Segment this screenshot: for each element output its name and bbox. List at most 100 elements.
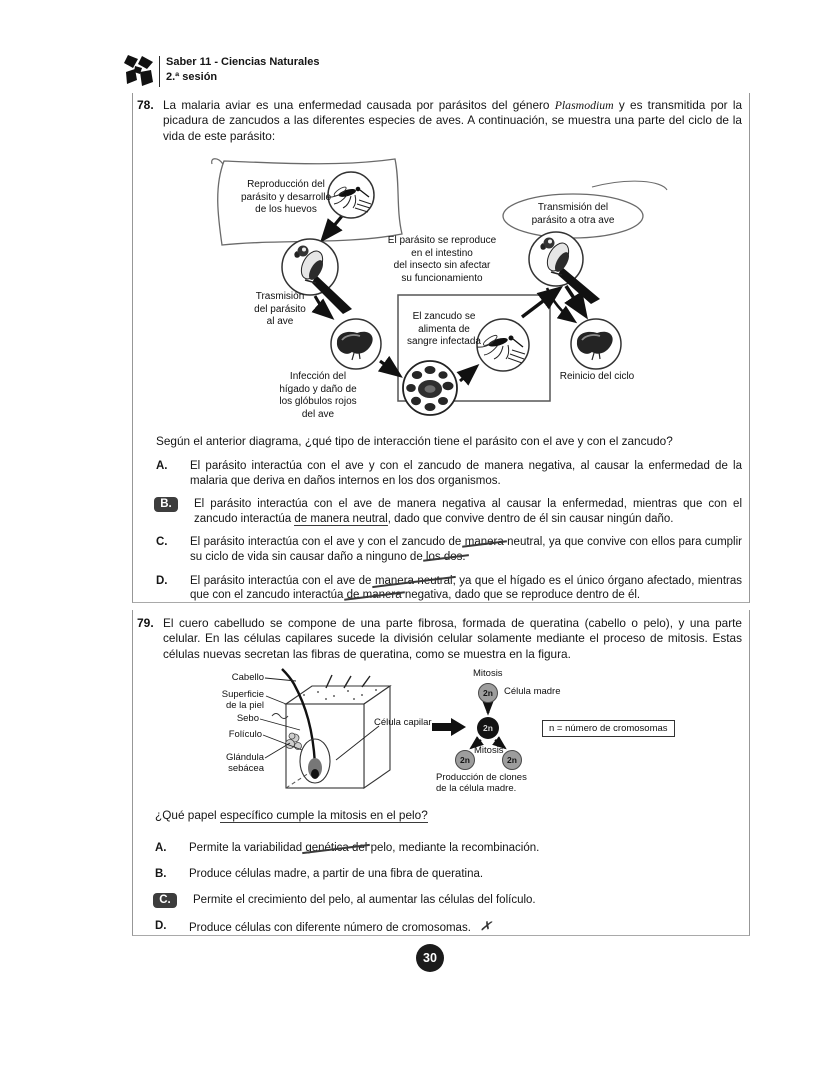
liver-icon xyxy=(570,318,622,370)
option-b-selected: B. El parásito interactúa con el ave de … xyxy=(154,497,742,526)
label-mitosis-top: Mitosis xyxy=(473,668,503,679)
hand-underlined-phrase: de manera neutral xyxy=(294,512,388,526)
option-text: Produce células con diferente número de … xyxy=(189,917,741,936)
skin-block-illustration xyxy=(259,668,392,790)
selected-answer-badge: B. xyxy=(154,497,178,513)
selected-answer-badge: C. xyxy=(153,893,177,908)
option-text: Permite el crecimiento del pelo, al aume… xyxy=(193,893,741,908)
label-trasmision-al-ave: Trasmisión del parásito al ave xyxy=(254,291,306,327)
handwritten-strike: de manera xyxy=(346,589,402,602)
option-text-part: Produce células con diferente número de … xyxy=(189,922,471,934)
exam-title: Saber 11 - Ciencias Naturales xyxy=(166,56,320,68)
mother-cell-icon: 2n xyxy=(478,683,498,703)
malaria-cycle-diagram: Reproducción del parásito y desarrollo d… xyxy=(160,155,746,433)
option-letter: D. xyxy=(155,920,167,932)
question-78-number: 78. xyxy=(137,98,154,112)
option-a: A. Permite la variabilidad genética del … xyxy=(155,841,741,856)
option-text-part: neutral, ya que convive con ellos para c… xyxy=(190,536,742,563)
handwritten-strike: manera xyxy=(464,536,504,549)
label-produccion-clones: Producción de clones de la célula madre. xyxy=(436,772,527,794)
intro-text: y es transmitida por la picadura de zanc… xyxy=(163,98,742,143)
intro-italic-term: Plasmodium xyxy=(554,98,614,112)
option-text-part: Permite la variabilidad xyxy=(189,842,306,854)
intro-text: La malaria aviar es una enfermedad causa… xyxy=(163,98,555,112)
mosquito-icon xyxy=(476,318,530,372)
hand-underlined-phrase: específico cumple la mitosis en el pelo? xyxy=(219,808,428,823)
label-celula-madre: Célula madre xyxy=(504,686,561,697)
question-79-intro: El cuero cabelludo se compone de una par… xyxy=(163,616,742,661)
option-text-part: El parásito interactúa con el ave y con … xyxy=(190,460,742,487)
option-d: D. El parásito interactúa con el ave de … xyxy=(156,574,742,603)
exam-session: 2.ª sesión xyxy=(166,71,218,83)
label-glandula-sebacea: Glándula sebácea xyxy=(225,752,264,774)
handwritten-strike: manera neutral xyxy=(374,574,453,587)
clone-cell-icon: 2n xyxy=(455,750,475,770)
option-text-part: , ya que el hígado es el único órgano af… xyxy=(190,574,742,602)
bird-icon xyxy=(528,231,600,304)
option-letter: C. xyxy=(156,536,168,549)
header-divider xyxy=(159,56,160,87)
figure-illustration xyxy=(259,668,507,790)
option-letter: B. xyxy=(155,868,167,880)
question-78-prompt: Según el anterior diagrama, ¿qué tipo de… xyxy=(156,434,673,448)
hair-mitosis-figure: Cabello Superficie de la piel Sebo Folíc… xyxy=(186,668,686,806)
option-text-part: pelo, mediante la recombinación. xyxy=(367,842,540,854)
option-b: B. Produce células madre, a partir de un… xyxy=(155,867,741,882)
label-mitosis-bottom: Mitosis xyxy=(474,745,504,756)
option-text-part: El parásito interactúa con el ave de man… xyxy=(194,498,742,525)
sebaceous-gland-icon xyxy=(285,732,302,750)
bird-icon xyxy=(281,238,352,314)
option-text: El parásito interactúa con el ave de man… xyxy=(190,574,742,603)
question-78-options: A. El parásito interactúa con el ave y c… xyxy=(154,459,742,603)
question-78-intro: La malaria aviar es una enfermedad causa… xyxy=(163,98,742,144)
label-celula-capilar: Célula capilar xyxy=(374,717,432,728)
cycle-diagram-illustration xyxy=(211,158,668,416)
option-text-part: El parásito interactúa con el ave y con … xyxy=(190,536,465,549)
question-79-prompt: ¿Qué papel específico cumple la mitosis … xyxy=(155,808,737,823)
option-c: C. El parásito interactúa con el ave y c… xyxy=(156,535,742,564)
prompt-text-part: ¿Qué papel xyxy=(155,808,220,822)
label-foliculo: Folículo xyxy=(228,729,262,740)
label-reproduccion: Reproducción del parásito y desarrollo d… xyxy=(240,179,332,215)
label-zancudo-alimenta: El zancudo se alimenta de sangre infecta… xyxy=(407,311,481,347)
clone-cell-icon: 2n xyxy=(502,750,522,770)
dividing-cell-icon: 2n xyxy=(477,717,499,739)
question-78-block: 78. La malaria aviar es una enfermedad c… xyxy=(132,93,750,603)
option-text: Produce células madre, a partir de una f… xyxy=(189,867,741,882)
chromosome-legend-box: n = número de cromosomas xyxy=(542,720,675,737)
option-text-part: negativa, dado que se reproduce dentro d… xyxy=(401,589,641,602)
handwritten-strike: genética del xyxy=(305,842,368,854)
option-c-selected: C. Permite el crecimiento del pelo, al a… xyxy=(153,893,741,908)
label-reproduce-intestino: El parásito se reproduce en el intestino… xyxy=(387,235,497,284)
handwritten-strike: los dos. xyxy=(425,550,466,563)
option-text-part: Permite el crecimiento del pelo, al aume… xyxy=(193,894,536,906)
option-d: D. Produce células con diferente número … xyxy=(155,917,741,936)
label-reinicio-ciclo: Reinicio del ciclo xyxy=(559,371,635,382)
label-superficie-piel: Superficie de la piel xyxy=(221,689,264,711)
option-text: El parásito interactúa con el ave y con … xyxy=(190,535,742,564)
option-text: Permite la variabilidad genética del pel… xyxy=(189,841,741,856)
option-text-part: El parásito interactúa con el ave de xyxy=(190,574,375,587)
option-text: El parásito interactúa con el ave de man… xyxy=(194,497,742,526)
big-right-arrow xyxy=(432,718,466,736)
label-transmision-otra-ave: Transmisión del parásito a otra ave xyxy=(531,202,615,226)
icfes-logo xyxy=(124,55,153,86)
option-letter: A. xyxy=(155,842,167,854)
option-letter: D. xyxy=(156,574,168,587)
label-cabello: Cabello xyxy=(231,672,264,683)
handwritten-x-mark: ✗ xyxy=(478,917,496,935)
option-letter: A. xyxy=(156,460,168,472)
label-infeccion-higado: Infección del hígado y daño de los glóbu… xyxy=(279,371,357,420)
mosquito-icon xyxy=(326,171,375,219)
question-79-block: 79. El cuero cabelludo se compone de una… xyxy=(132,610,750,936)
question-79-options: A. Permite la variabilidad genética del … xyxy=(153,841,741,936)
blood-cells-icon xyxy=(402,360,458,416)
option-a: A. El parásito interactúa con el ave y c… xyxy=(156,459,742,488)
page-number-badge: 30 xyxy=(416,944,444,972)
option-text-part: Produce células madre, a partir de una f… xyxy=(189,868,484,880)
label-sebo: Sebo xyxy=(236,713,259,724)
liver-icon xyxy=(330,318,382,370)
option-text: El parásito interactúa con el ave y con … xyxy=(190,459,742,488)
option-text-part: , dado que convive dentro de él sin caus… xyxy=(387,512,674,525)
